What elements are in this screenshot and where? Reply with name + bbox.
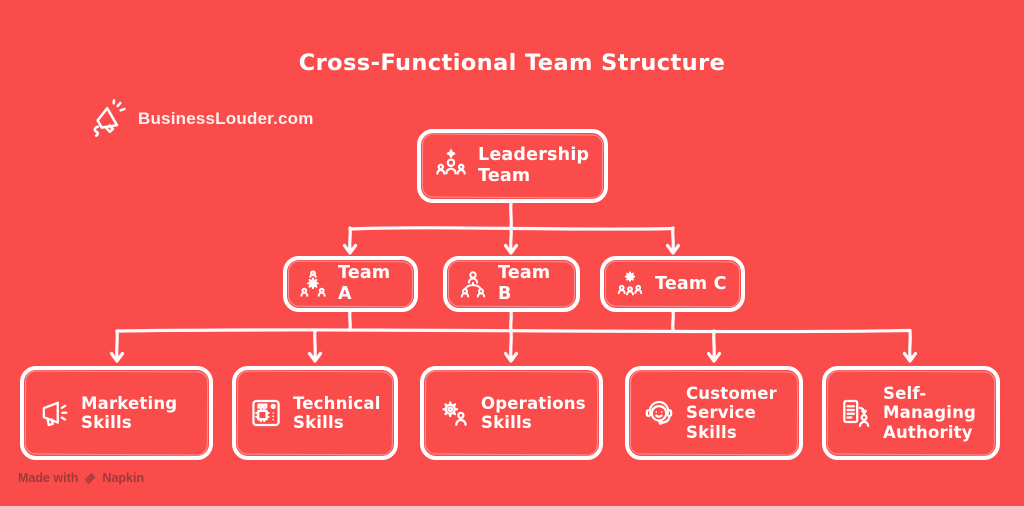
napkin-attribution: Made with Napkin bbox=[18, 471, 144, 485]
attribution-prefix: Made with bbox=[18, 471, 79, 485]
node-label: Operations Skills bbox=[481, 393, 586, 432]
checklist-person-icon bbox=[838, 395, 874, 431]
node-label: Technical Skills bbox=[293, 393, 381, 432]
node-label: Self-Managing Authority bbox=[883, 383, 977, 442]
node-label: Marketing Skills bbox=[81, 393, 178, 432]
team-around-gear-icon bbox=[297, 268, 329, 300]
napkin-logo-icon bbox=[83, 471, 97, 485]
node-customer-service-skills: Customer Service Skills bbox=[625, 366, 803, 460]
node-team-b: Team B bbox=[443, 256, 580, 312]
megaphone-icon bbox=[36, 395, 72, 431]
leadership-team-icon bbox=[433, 148, 469, 184]
brand-name: BusinessLouder.com bbox=[138, 109, 314, 128]
node-team-c: Team C bbox=[600, 256, 745, 312]
node-self-managing-authority: Self-Managing Authority bbox=[822, 366, 1000, 460]
attribution-brand: Napkin bbox=[102, 471, 145, 485]
node-label: Customer Service Skills bbox=[686, 383, 778, 442]
team-hierarchy-icon bbox=[457, 268, 489, 300]
node-label: Team B bbox=[498, 263, 551, 304]
headset-agent-icon bbox=[641, 395, 677, 431]
node-label: Team A bbox=[338, 263, 391, 304]
brand: BusinessLouder.com bbox=[88, 99, 314, 139]
circuit-board-icon bbox=[248, 395, 284, 431]
megaphone-icon bbox=[88, 99, 128, 139]
node-label: Team C bbox=[655, 273, 727, 294]
node-leadership-team: Leadership Team bbox=[417, 129, 608, 203]
gear-over-team-icon bbox=[614, 268, 646, 300]
node-team-a: Team A bbox=[283, 256, 418, 312]
node-technical-skills: Technical Skills bbox=[232, 366, 398, 460]
node-marketing-skills: Marketing Skills bbox=[20, 366, 213, 460]
node-operations-skills: Operations Skills bbox=[420, 366, 603, 460]
gear-person-icon bbox=[436, 395, 472, 431]
page-title: Cross-Functional Team Structure bbox=[298, 50, 726, 76]
node-label: Leadership Team bbox=[478, 145, 590, 186]
